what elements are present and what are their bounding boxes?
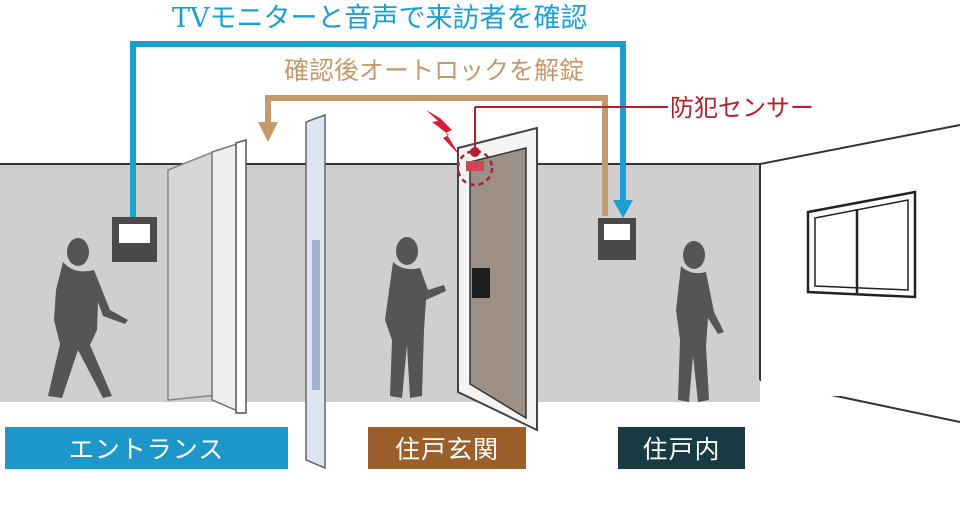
visitor-entrance (48, 238, 128, 398)
resident-inside (676, 241, 724, 402)
security-sensor (456, 106, 668, 187)
alarm-lightning-icon (426, 110, 460, 156)
security-sensor-label: 防犯センサー (670, 94, 814, 122)
tv-monitor-voice-label: TVモニターと音声で来訪者を確認 (172, 3, 588, 34)
entrance-auto-door (167, 113, 326, 470)
monitor-voice-arrow (130, 41, 626, 217)
monitor-voice-arrowhead (613, 200, 633, 218)
entrance-intercom (112, 217, 157, 262)
confirm-unlock-label: 確認後オートロックを解錠 (284, 56, 585, 85)
zone-inside-label: 住戸内 (618, 427, 745, 469)
visitor-silhouettes (48, 237, 724, 402)
corridor-wall (0, 164, 760, 402)
room-window (806, 190, 917, 299)
unlock-arrow (265, 95, 608, 216)
residence-front-door (457, 126, 538, 432)
visitor-door (385, 237, 446, 398)
zone-door-hall-label: 住戸玄関 (368, 427, 526, 469)
zone-entrance-label: エントランス (5, 427, 288, 469)
unit-intercom (598, 218, 636, 260)
unlock-arrowhead (258, 122, 278, 142)
